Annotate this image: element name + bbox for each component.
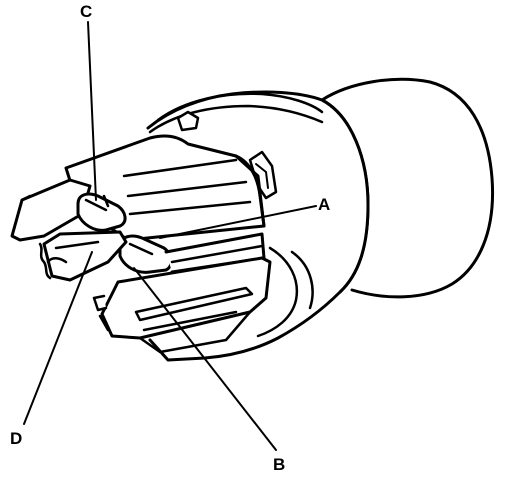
leader-line-d <box>23 251 93 425</box>
leader-line-a <box>159 205 317 239</box>
callout-label-c: C <box>80 2 93 21</box>
callout-label-d: D <box>10 429 23 448</box>
terminal-a <box>118 232 266 274</box>
terminal-d <box>38 230 128 282</box>
leader-line-b <box>133 267 277 451</box>
callout-label-a: A <box>318 195 331 214</box>
callout-label-b: B <box>273 455 286 474</box>
leader-lines <box>23 21 317 451</box>
terminal-b <box>92 256 272 354</box>
leader-line-c <box>87 21 97 201</box>
terminal-c <box>76 192 127 232</box>
